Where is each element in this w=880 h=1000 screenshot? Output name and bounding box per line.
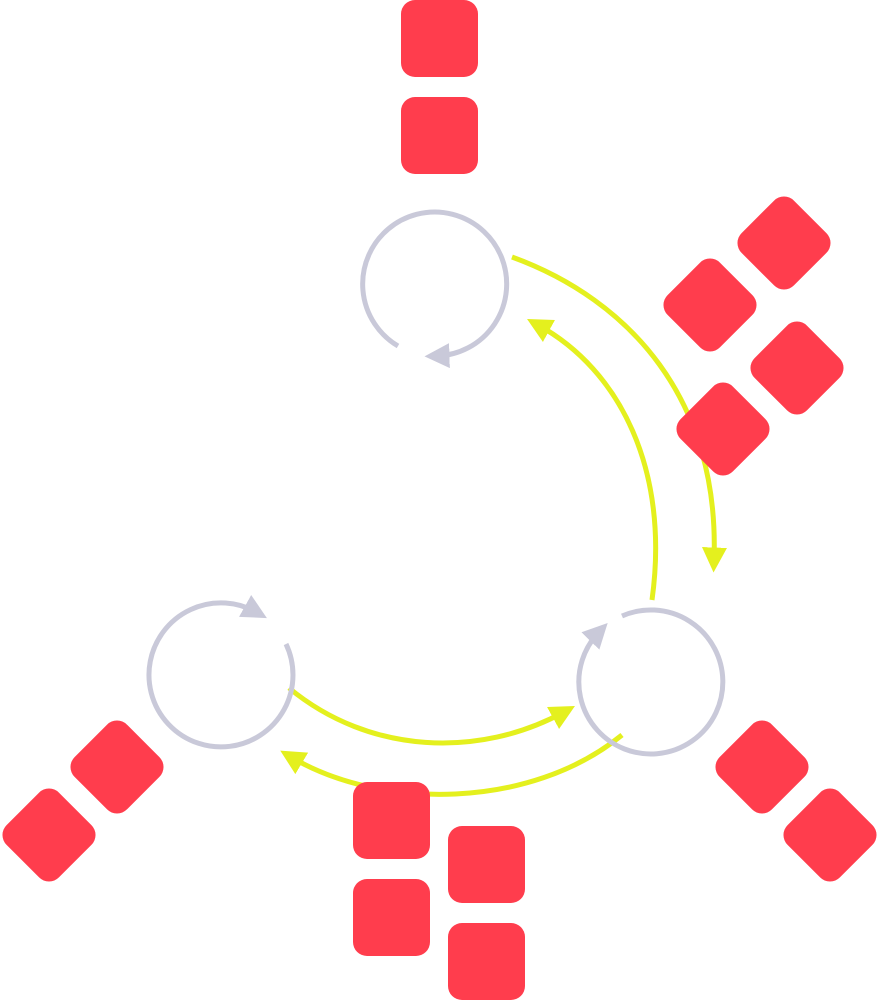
right-node-cycle-ring — [576, 607, 726, 757]
arrow-right-to-top — [527, 318, 659, 601]
exchange-block — [353, 782, 430, 859]
left-node-cycle-ring — [146, 595, 296, 750]
exchange-blocks-bottom — [353, 782, 525, 1000]
arrow-left-to-right — [287, 686, 575, 746]
arrow-right-to-left — [280, 733, 624, 797]
exchange-block — [750, 321, 844, 415]
exchange-blocks-top-right — [663, 196, 844, 476]
exchange-block — [676, 382, 770, 476]
left-node-block — [2, 788, 96, 882]
top-node-cycle-ring — [360, 209, 510, 369]
right-node-block — [783, 788, 877, 882]
exchange-block — [353, 879, 430, 956]
arrow-top-to-right — [511, 254, 727, 573]
exchange-block — [737, 196, 831, 290]
exchange-block — [663, 258, 757, 352]
exchange-block — [448, 923, 525, 1000]
top-node-block — [401, 0, 478, 77]
exchange-block — [448, 826, 525, 903]
left-node-block — [70, 720, 164, 814]
top-node-block — [401, 97, 478, 174]
right-node-block — [715, 720, 809, 814]
